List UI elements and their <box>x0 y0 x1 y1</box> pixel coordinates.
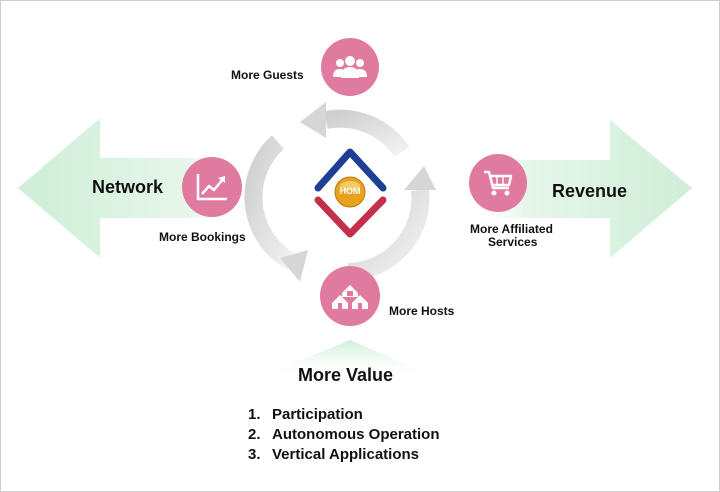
network-arrow <box>18 118 245 258</box>
more-value-label: More Value <box>298 365 394 385</box>
list-item: 2. Autonomous Operation <box>248 425 440 445</box>
list-item: 3. Vertical Applications <box>248 445 440 465</box>
list-item-number: 2. <box>248 426 261 443</box>
cycle-arrowheads <box>280 102 436 282</box>
network-label: Network <box>92 177 164 197</box>
hom-logo-text: HOM <box>339 186 361 196</box>
services-label-line1: More Affiliated <box>470 222 553 236</box>
revenue-label: Revenue <box>552 181 628 201</box>
bookings-label: More Bookings <box>159 230 246 244</box>
hosts-node <box>320 266 380 326</box>
list-item-text: Participation <box>272 406 363 423</box>
bookings-node <box>182 157 242 217</box>
list-item-text: Autonomous Operation <box>272 426 440 443</box>
list-item-number: 1. <box>248 406 261 423</box>
hosts-label: More Hosts <box>389 304 455 318</box>
guests-label: More Guests <box>231 68 304 82</box>
revenue-arrow <box>470 120 692 258</box>
users-icon <box>333 56 367 78</box>
list-item: 1. Participation <box>248 405 440 425</box>
services-label-line2: Services <box>488 235 538 249</box>
houses-icon <box>332 285 368 309</box>
guests-node <box>321 38 379 96</box>
list-item-text: Vertical Applications <box>272 446 419 463</box>
chart-icon <box>196 174 227 201</box>
value-arrow <box>258 340 438 378</box>
services-node <box>469 154 527 212</box>
list-item-number: 3. <box>248 446 261 463</box>
value-list: 1. Participation 2. Autonomous Operation 3… <box>248 405 440 465</box>
hom-logo <box>314 148 387 238</box>
shopping-cart-icon <box>484 170 513 196</box>
